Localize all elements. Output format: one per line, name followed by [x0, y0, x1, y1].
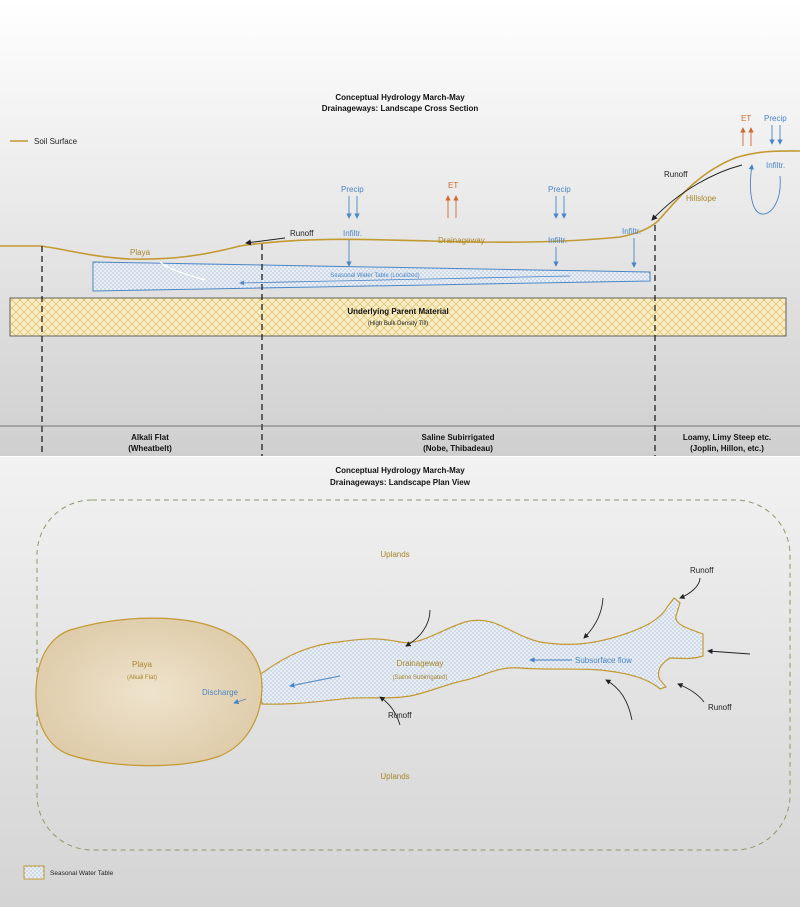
drainageway-plan-label: Drainageway — [397, 659, 444, 668]
precip-label-1: Precip — [341, 185, 364, 194]
drainageway-plan-sublabel: (Saline Subirrigated) — [393, 675, 448, 681]
playa-label: Playa — [130, 248, 151, 257]
plan-view-title-line1: Conceptual Hydrology March-May — [335, 466, 465, 475]
runoff-east-arrow — [707, 648, 751, 655]
hillslope-label: Hillslope — [686, 194, 717, 203]
discharge-label: Discharge — [202, 688, 239, 697]
runoff-south-arrow — [605, 679, 633, 721]
runoff-north-west-arrow — [405, 609, 431, 647]
parent-material-label: Underlying Parent Material — [347, 307, 448, 316]
infiltr-label-1: Infiltr. — [343, 229, 362, 238]
cross-section-background — [0, 0, 800, 456]
playa-seep-arrow — [159, 261, 206, 281]
zone-2-sub: (Nobe, Thibadeau) — [423, 444, 493, 453]
zone-3-name: Loamy, Limy Steep etc. — [683, 433, 771, 442]
runoff-bottom-arrow — [379, 696, 401, 726]
et-label-2: ET — [741, 114, 751, 123]
runoff-left-arrow — [245, 237, 286, 246]
zone-2-name: Saline Subirrigated — [422, 433, 495, 442]
uplands-boundary — [36, 499, 791, 851]
water-table-legend-label: Seasonal Water Table — [50, 870, 114, 877]
runoff-right-label: Runoff — [664, 170, 688, 179]
precip-label-2: Precip — [548, 185, 571, 194]
runoff-north-arrow — [583, 597, 604, 639]
runoff-bottom-label: Runoff — [388, 711, 412, 720]
zone-3-sub: (Joplin, Hillon, etc.) — [690, 444, 764, 453]
et-label-1: ET — [448, 181, 458, 190]
drainageway-channel — [257, 597, 704, 705]
discharge-arrow — [233, 698, 247, 705]
soil-surface-line — [0, 150, 800, 260]
cross-section-title-line2: Drainageways: Landscape Cross Section — [322, 104, 479, 113]
uplands-top-label: Uplands — [380, 550, 409, 559]
infiltr-label-4: Infiltr. — [766, 161, 785, 170]
infiltr-label-3: Infiltr. — [622, 227, 641, 236]
drainageway-label: Drainageway — [438, 236, 485, 245]
playa-area — [35, 617, 263, 767]
plan-view-title-line2: Drainageways: Landscape Plan View — [330, 478, 471, 487]
water-table-legend-swatch — [23, 865, 45, 880]
water-table-flow-arrow — [239, 275, 571, 286]
water-table-label: Seasonal Water Table (Localized) — [330, 273, 419, 279]
infiltr-label-2: Infiltr. — [548, 236, 567, 245]
cross-section-title-line1: Conceptual Hydrology March-May — [335, 93, 465, 102]
runoff-top-right-label: Runoff — [690, 566, 714, 575]
parent-material-layer — [9, 297, 787, 337]
soil-surface-legend-label: Soil Surface — [34, 137, 78, 146]
zone-1-sub: (Wheatbelt) — [128, 444, 172, 453]
channel-flow-arrow — [289, 675, 341, 688]
playa-plan-label: Playa — [132, 660, 153, 669]
playa-plan-sublabel: (Alkali Flat) — [127, 675, 157, 681]
runoff-right-label: Runoff — [708, 703, 732, 712]
zone-1-name: Alkali Flat — [131, 433, 169, 442]
uplands-bottom-label: Uplands — [380, 772, 409, 781]
seasonal-water-table-wedge — [92, 261, 651, 292]
precip-label-3: Precip — [764, 114, 787, 123]
subsurface-flow-label: Subsurface flow — [575, 656, 632, 665]
runoff-top-right-arrow — [679, 577, 701, 599]
infiltr-loop-arrow — [748, 164, 781, 215]
parent-material-sublabel: (High Bulk Density Till) — [368, 321, 428, 327]
runoff-right-arrow — [651, 164, 743, 221]
runoff-right-arrow — [677, 683, 705, 703]
runoff-left-label: Runoff — [290, 229, 314, 238]
